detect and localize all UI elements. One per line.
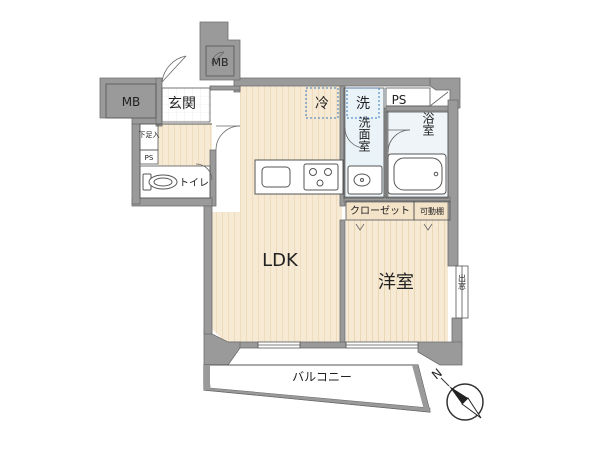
wall-right xyxy=(447,99,459,267)
wall-left-ldk xyxy=(203,203,213,335)
door-swing-icon xyxy=(161,51,449,231)
wall-mb-top xyxy=(199,21,241,81)
wall-bottom-right-pillar xyxy=(417,341,463,366)
ps-label: PS xyxy=(392,93,407,107)
genkan-floor xyxy=(162,88,212,124)
balcony-wall-left xyxy=(204,365,210,390)
genkan-label: 玄関 xyxy=(168,95,196,112)
bathtub-icon xyxy=(387,153,447,195)
wall-closet-top xyxy=(343,196,451,203)
youshitsu-floor xyxy=(346,220,448,342)
wall-corridor-ldk xyxy=(209,85,241,91)
balcony-label: バルコニー xyxy=(292,370,352,384)
toilet-icon xyxy=(142,173,178,191)
wall-ldk-youshitsu xyxy=(339,219,346,343)
wall-genkan-left xyxy=(155,77,163,127)
demado-label: 出窓 xyxy=(458,273,467,290)
ldk-lower-floor xyxy=(210,212,240,342)
corridor-floor xyxy=(158,124,212,166)
closet-label: クローゼット xyxy=(350,205,410,217)
fridge-space xyxy=(305,87,339,119)
sen-label: 洗 xyxy=(356,96,370,112)
mb-top-label: MB xyxy=(211,56,228,69)
ldk-label: LDK xyxy=(262,250,299,271)
compass-icon xyxy=(440,377,484,421)
ps-small-label: PS xyxy=(145,154,154,162)
mb-left-label: MB xyxy=(122,95,141,109)
kadodana-label: 可動棚 xyxy=(420,206,444,216)
closet-floor xyxy=(346,201,456,220)
senmenshitsu-label: 洗面室 xyxy=(357,116,371,152)
sink-icon xyxy=(261,166,291,188)
wall-toilet-bottom xyxy=(131,197,213,207)
getabako-label: 下足入 xyxy=(139,131,160,139)
yokushitsu-label: 浴室 xyxy=(421,112,435,136)
washbasin-icon xyxy=(347,165,383,195)
balcony-wall-right xyxy=(412,365,430,412)
wall-ldk-washroom xyxy=(339,85,346,207)
youshitsu-label: 洋室 xyxy=(378,272,414,293)
toilet-label: トイレ xyxy=(179,178,209,189)
washer-space xyxy=(346,87,380,119)
wall-bottom-mid xyxy=(299,341,347,349)
bay-window xyxy=(455,265,469,319)
ldk-floor xyxy=(240,84,342,342)
rei-label: 冷 xyxy=(315,96,329,112)
stove-icon xyxy=(303,163,339,191)
